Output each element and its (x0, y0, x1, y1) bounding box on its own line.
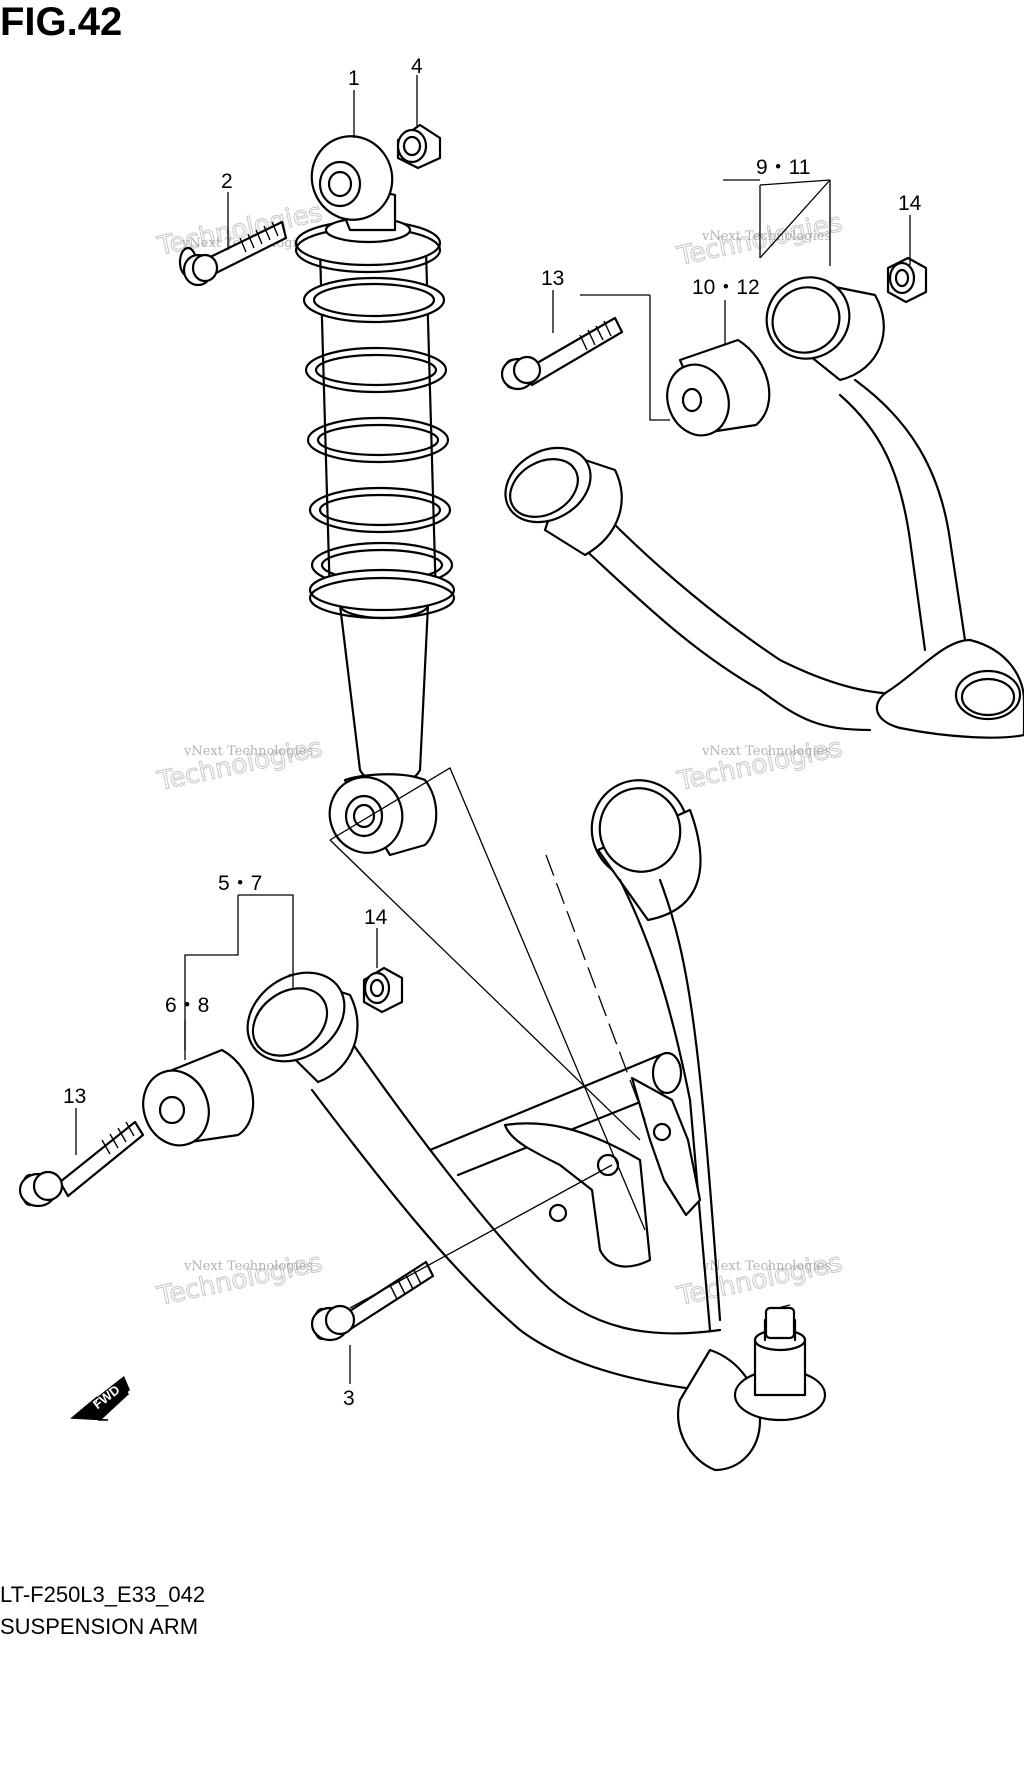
watermark-big: Technologies (674, 733, 845, 797)
figure-title: FIG.42 (0, 0, 123, 44)
callout-14-lower: 14 (364, 906, 388, 929)
bushing-10-12 (666, 338, 771, 437)
callout-9-11: 9・11 (756, 156, 810, 179)
watermark-big: Technologies (154, 1248, 325, 1312)
figure-name: SUSPENSION ARM (0, 1614, 199, 1639)
model-code: LT-F250L3_E33_042 (0, 1582, 206, 1607)
upper-arm (504, 276, 1024, 739)
watermark-big: Technologies (154, 733, 325, 797)
callout-4: 4 (411, 55, 423, 78)
callout-10-12: 10・12 (692, 276, 760, 299)
lower-arm (246, 779, 827, 1472)
watermark-text: vNext Technologies (183, 1259, 313, 1274)
callout-14-upper: 14 (898, 192, 922, 215)
watermark-text: vNext Technologies (701, 229, 831, 244)
bolt-13-lower (18, 1120, 145, 1208)
guide-lines (329, 294, 670, 1309)
forward-arrow-icon: FWD (70, 1376, 130, 1421)
callout-3: 3 (343, 1387, 355, 1410)
nut-4 (396, 123, 442, 170)
shock-absorber (294, 135, 456, 857)
callout-6-8: 6・8 (165, 994, 209, 1017)
bolt-2 (178, 220, 288, 287)
nut-14-upper (886, 256, 928, 304)
bolt-13-upper (500, 316, 624, 391)
callout-2: 2 (221, 170, 233, 193)
callouts: 1 4 2 3 9・11 10・12 13 14 5・7 6・8 13 14 (63, 55, 922, 1410)
watermark-text: vNext Technologies (183, 744, 313, 759)
bushing-6-8 (142, 1048, 255, 1147)
callout-1: 1 (348, 67, 360, 90)
bolt-3 (310, 1260, 435, 1342)
callout-13-lower: 13 (63, 1085, 86, 1108)
watermark-text: vNext Technologies (701, 744, 831, 759)
callout-5-7: 5・7 (218, 872, 262, 895)
watermark-big: Technologies (674, 1248, 845, 1312)
watermark-text: vNext Technologies (701, 1259, 831, 1274)
nut-14-lower (362, 966, 404, 1014)
callout-13-upper: 13 (541, 267, 564, 290)
